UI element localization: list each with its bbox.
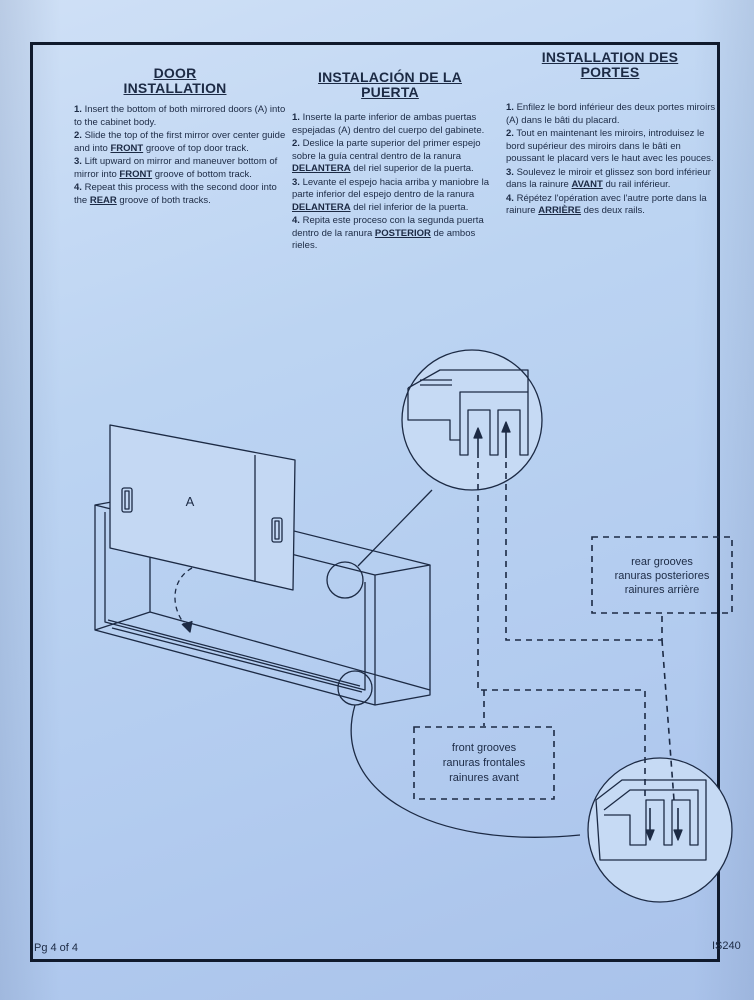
rear-groove-connector: [505, 462, 663, 641]
rear-grooves-callout: [591, 536, 733, 614]
heading-english: DOOR INSTALLATION: [123, 65, 227, 96]
instructions-french: 1. Enfilez le bord inférieur des deux po…: [506, 102, 716, 219]
part-label-a: A: [186, 494, 195, 509]
door-pull-left: [121, 487, 133, 513]
rear-grooves-es: ranuras posteriores: [615, 570, 710, 582]
top-track-detail-marker: [326, 561, 364, 599]
front-groove-connector: [477, 462, 646, 800]
step-item: 4. Répétez l'opération avec l'autre port…: [506, 192, 707, 217]
page-border: [30, 42, 720, 962]
heading-french: INSTALLATION DES PORTES: [541, 49, 679, 80]
rear-grooves-en: rear grooves: [631, 556, 693, 568]
step-item: 4. Repita este proceso con la segunda pu…: [292, 215, 484, 251]
front-grooves-en: front grooves: [452, 742, 517, 754]
instructions-spanish: 1. Inserte la parte inferior de ambas pu…: [292, 112, 500, 254]
step-item: 3. Soulevez le miroir et glissez son bor…: [506, 166, 711, 191]
front-grooves-es: ranuras frontales: [443, 757, 526, 769]
step-item: 3. Lift upward on mirror and maneuver bo…: [74, 156, 278, 180]
step-item: 1. Inserte la parte inferior de ambas pu…: [292, 112, 485, 136]
step-item: 3. Levante el espejo hacia arriba y mani…: [292, 176, 489, 213]
front-grooves-callout: [413, 726, 555, 800]
instructions-english: 1. Insert the bottom of both mirrored do…: [74, 104, 286, 208]
heading-spanish: INSTALACIÓN DE LA PUERTA: [318, 69, 462, 100]
front-grooves-fr: rainures avant: [449, 772, 519, 784]
step-item: 1. Insert the bottom of both mirrored do…: [74, 104, 286, 128]
door-pull-right: [271, 517, 283, 543]
document-code: IS240: [712, 940, 741, 952]
step-item: 1. Enfilez le bord inférieur des deux po…: [506, 102, 716, 126]
page-number: Pg 4 of 4: [34, 942, 79, 954]
rear-grooves-fr: rainures arrière: [625, 584, 700, 596]
step-item: 2. Slide the top of the first mirror ove…: [74, 130, 286, 154]
step-item: 4. Repeat this process with the second d…: [74, 182, 277, 206]
mirror-door-a: [109, 424, 296, 591]
step-item: 2. Deslice la parte superior del primer …: [292, 138, 481, 174]
step-item: 2. Tout en maintenant les miroirs, intro…: [506, 128, 714, 164]
